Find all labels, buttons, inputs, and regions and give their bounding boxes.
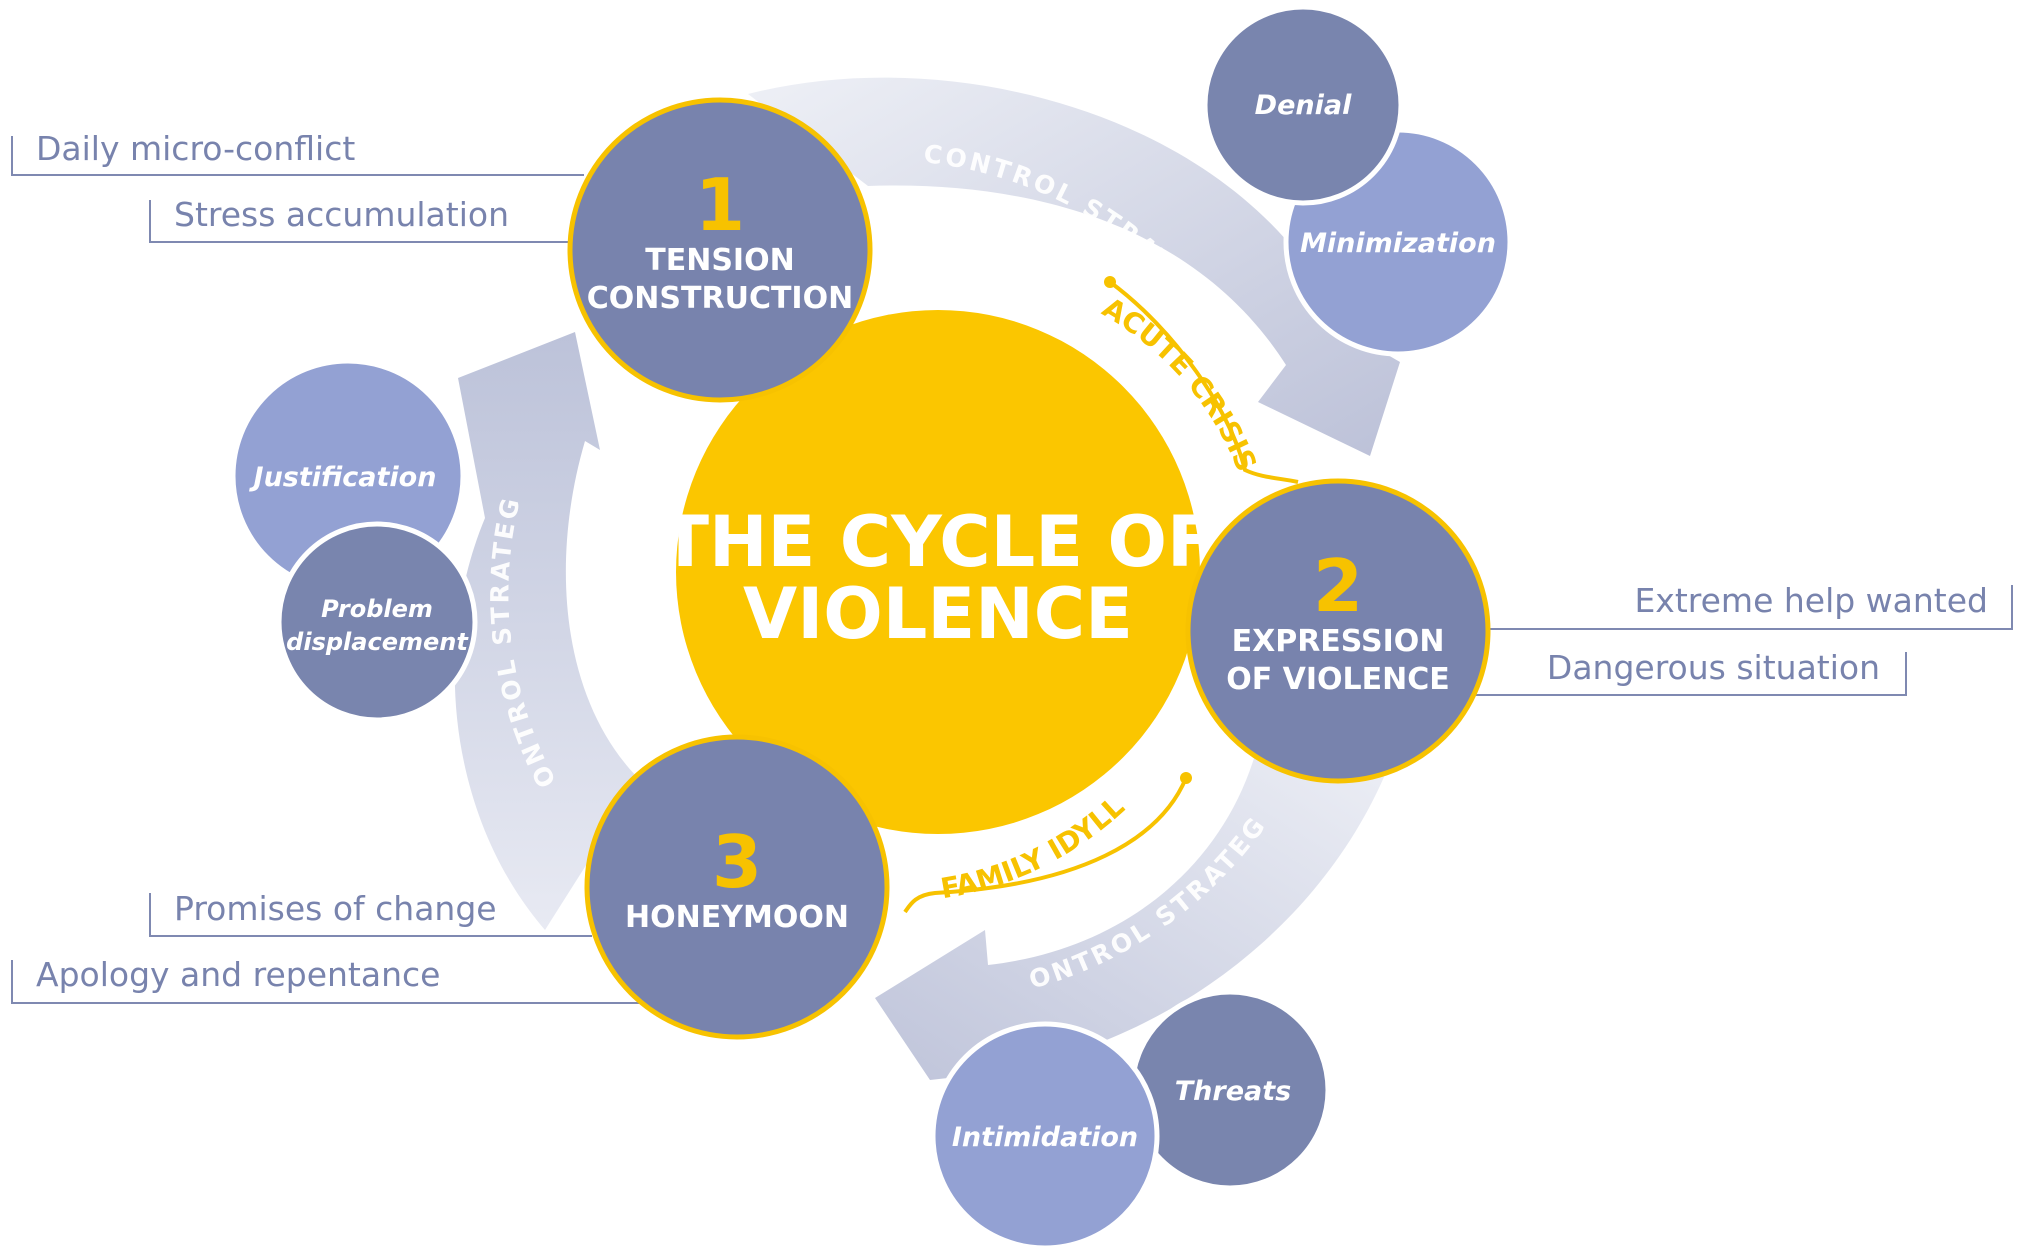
- callout-dangerous-situation: Dangerous situation: [1547, 648, 1880, 687]
- stage-1-number: 1: [695, 163, 745, 247]
- callout-extreme-help-wanted: Extreme help wanted: [1634, 581, 1988, 620]
- svg-text:Denial: Denial: [1255, 90, 1352, 121]
- callout-promises-of-change: Promises of change: [174, 889, 497, 928]
- svg-text:Minimization: Minimization: [1300, 228, 1496, 259]
- svg-text:Problem: Problem: [321, 595, 433, 623]
- callout-daily-micro-conflict: Daily micro-conflict: [36, 129, 355, 168]
- callout-stress-accumulation: Stress accumulation: [174, 195, 509, 234]
- strategy-intimidation: Intimidation: [930, 1021, 1160, 1251]
- stage-3-number: 3: [712, 820, 762, 904]
- callout-lines: [11, 136, 2013, 1004]
- callout-line-extreme: [1485, 585, 2013, 630]
- center-circle: THE CYCLE OF VIOLENCE: [661, 310, 1215, 834]
- stage-2-title-line-1: EXPRESSION: [1232, 624, 1445, 659]
- stage-2-title-line-2: OF VIOLENCE: [1226, 662, 1450, 697]
- callout-line-apology: [11, 960, 642, 1004]
- stage-2-expression-of-violence: 2 EXPRESSION OF VIOLENCE: [1185, 478, 1491, 784]
- strategy-threats: Threats: [1129, 989, 1331, 1191]
- svg-text:Justification: Justification: [249, 462, 437, 493]
- svg-text:Intimidation: Intimidation: [952, 1122, 1138, 1153]
- callout-line-dangerous: [1470, 652, 1907, 696]
- callout-line-promises: [149, 893, 592, 937]
- svg-text:displacement: displacement: [286, 628, 469, 656]
- callout-apology-and-repentance: Apology and repentance: [36, 955, 440, 994]
- svg-text:Threats: Threats: [1175, 1076, 1291, 1107]
- strategy-denial: Denial: [1202, 4, 1404, 206]
- center-title-line-1: THE CYCLE OF: [661, 501, 1215, 583]
- callout-line-daily: [11, 136, 584, 176]
- strategy-problem-displacement: Problem displacement: [276, 521, 478, 723]
- stage-3-honeymoon: 3 HONEYMOON: [584, 734, 890, 1040]
- callout-line-stress: [149, 200, 570, 243]
- stage-1-tension-construction: 1 TENSION CONSTRUCTION: [567, 97, 873, 403]
- arrow-band-bottom: [875, 755, 1387, 1080]
- stage-1-title-line-2: CONSTRUCTION: [587, 281, 853, 316]
- stage-2-number: 2: [1313, 544, 1363, 628]
- center-title-line-2: VIOLENCE: [743, 573, 1133, 655]
- arrow-band-top: [748, 77, 1400, 456]
- stage-3-title: HONEYMOON: [625, 900, 849, 935]
- arrow-band-left: [454, 332, 640, 930]
- stage-1-title-line-1: TENSION: [645, 243, 794, 278]
